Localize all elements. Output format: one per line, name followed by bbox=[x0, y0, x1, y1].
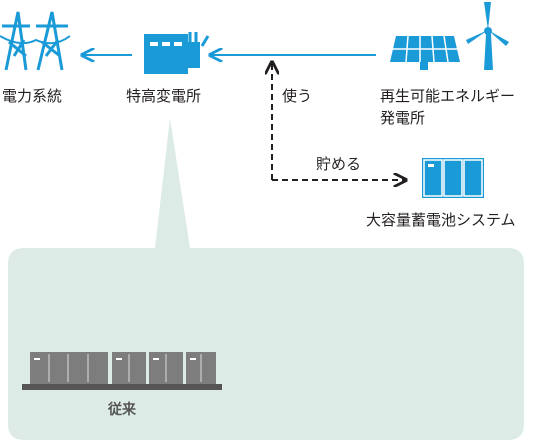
power-transmission-tower-icon bbox=[0, 11, 71, 71]
dashed-store-use-connector bbox=[272, 62, 406, 180]
store-edge-label: 貯める bbox=[316, 155, 362, 173]
renewable-label-line2: 発電所 bbox=[380, 109, 426, 127]
battery-storage-label: 大容量蓄電池システム bbox=[366, 211, 516, 229]
battery-storage-cabinet-icon bbox=[422, 158, 484, 198]
grid-label: 電力系統 bbox=[2, 87, 63, 105]
conventional-label: 従来 bbox=[108, 402, 136, 418]
substation-icon bbox=[144, 32, 210, 74]
solar-panel-icon bbox=[390, 35, 460, 70]
renewable-label-line1: 再生可能エネルギー bbox=[380, 87, 516, 105]
server-rack-battery-row-icon bbox=[22, 352, 222, 390]
use-edge-label: 使う bbox=[282, 87, 313, 105]
wind-turbine-icon bbox=[466, 2, 509, 70]
substation-label: 特高変電所 bbox=[126, 87, 202, 105]
